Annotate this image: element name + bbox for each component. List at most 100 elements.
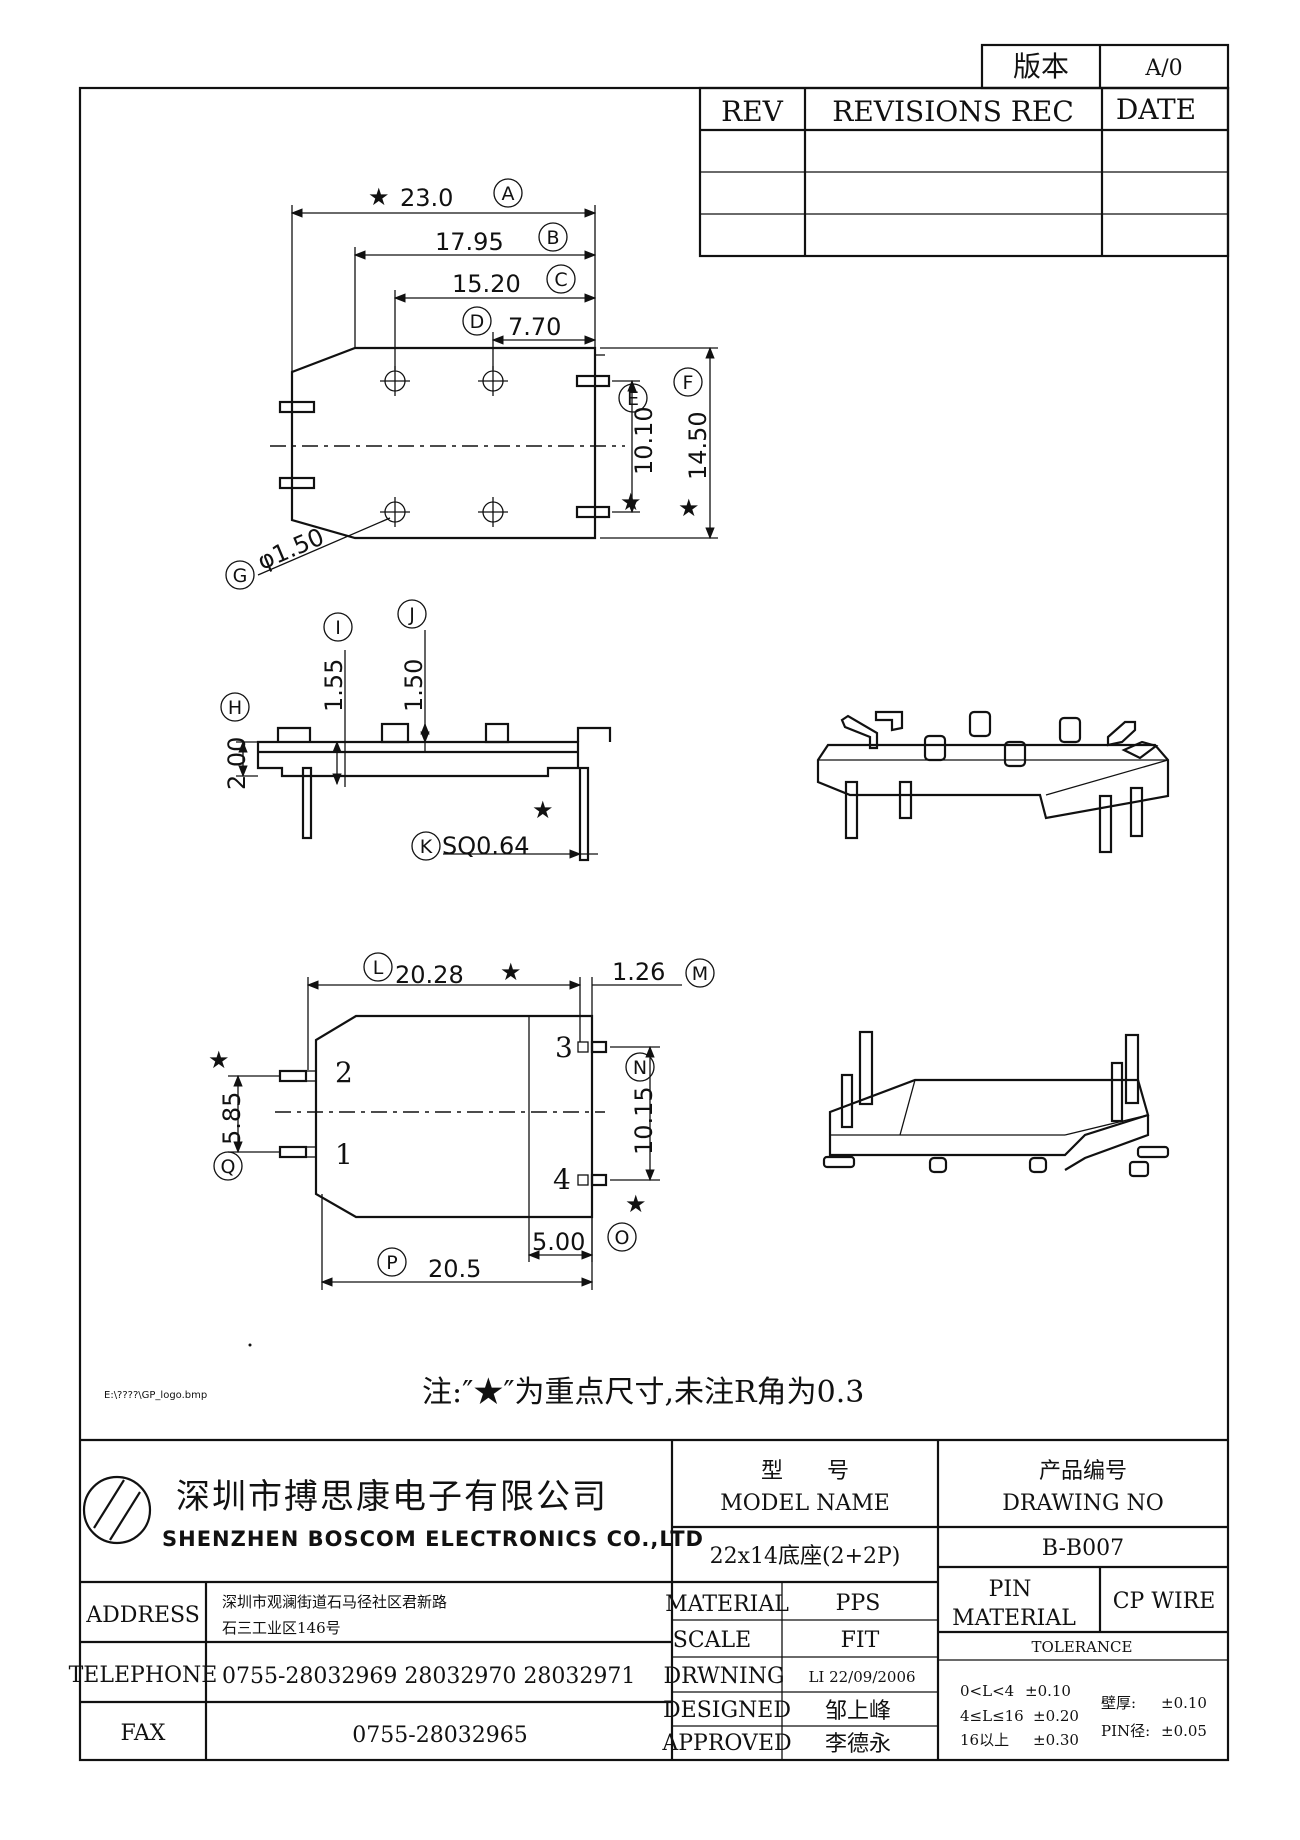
tol-range-1: 0<L<4 (960, 1682, 1014, 1700)
wall-thickness-label: 壁厚: (1101, 1694, 1136, 1712)
drawing-no-cn: 产品编号 (1039, 1459, 1127, 1484)
revisions-table: REV REVISIONS REC DATE (698, 86, 1230, 258)
star-e: ★ (620, 488, 642, 516)
dim-a-value: 23.0 (400, 184, 453, 212)
star-l: ★ (500, 958, 522, 986)
side-view: 2.00 H 1.55 I 1.50 J K SQ0.64 ★ (220, 599, 612, 862)
pin-1-label: 1 (335, 1138, 353, 1171)
tol-value-1: ±0.10 (1025, 1682, 1071, 1700)
tolerance-label: TOLERANCE (1032, 1638, 1133, 1656)
star-a: ★ (368, 183, 390, 211)
mark-m: M (692, 963, 708, 985)
dim-c-value: 15.20 (452, 270, 521, 298)
star-f: ★ (678, 494, 700, 522)
dim-i-value: 1.55 (320, 659, 348, 712)
telephone-value: 0755-28032969 28032970 28032971 (222, 1664, 635, 1689)
dim-j-value: 1.50 (400, 659, 428, 712)
star-q: ★ (208, 1046, 230, 1074)
address-label: ADDRESS (85, 1603, 200, 1628)
tol-value-3: ±0.30 (1033, 1731, 1079, 1749)
company-name-en: SHENZHEN BOSCOM ELECTRONICS CO.,LTD (162, 1527, 704, 1551)
company-name-cn: 深圳市搏思康电子有限公司 (176, 1477, 608, 1517)
drawing-by-value: LI 22/09/2006 (808, 1668, 915, 1686)
rev-header: REV (721, 95, 784, 128)
title-block: 深圳市搏思康电子有限公司 SHENZHEN BOSCOM ELECTRONICS… (69, 1438, 1228, 1760)
mark-g: G (233, 565, 248, 587)
isometric-bottom-view (822, 1030, 1170, 1178)
dim-f-value: 14.50 (684, 411, 712, 480)
version-label: 版本 (1013, 50, 1069, 83)
drawing-by-label: DRWNING (663, 1664, 784, 1689)
mark-l: L (373, 957, 384, 979)
telephone-label: TELEPHONE (69, 1663, 218, 1688)
mark-j: J (408, 604, 415, 626)
drawing-note: 注:″★″为重点尺寸,未注R角为0.3 (422, 1375, 864, 1410)
dim-p-value: 20.5 (428, 1255, 481, 1283)
mark-f: F (683, 372, 694, 394)
dot-mark (248, 1343, 252, 1347)
mark-o: O (615, 1227, 630, 1249)
dim-h-value: 2.00 (223, 737, 251, 790)
mark-d: D (470, 311, 485, 333)
address-line-1: 深圳市观澜街道石马径社区君新路 (222, 1593, 447, 1611)
logo-file-path: E:\????\GP_logo.bmp (104, 1390, 207, 1401)
version-value: A/0 (1144, 56, 1182, 81)
mark-b: B (546, 227, 559, 249)
mark-h: H (228, 697, 242, 719)
designed-label: DESIGNED (663, 1698, 791, 1723)
dim-b-value: 17.95 (435, 228, 504, 256)
top-view: ★ 23.0 A 17.95 B 15.20 C D 7.70 10.10 E … (225, 178, 718, 590)
model-name-en: MODEL NAME (720, 1491, 890, 1516)
mark-i: I (335, 617, 341, 639)
date-header: DATE (1116, 93, 1196, 126)
mark-q: Q (221, 1156, 236, 1178)
drawing-no-value: B-B007 (1042, 1536, 1124, 1561)
dim-d-value: 7.70 (508, 313, 561, 341)
dim-g-value: φ1.50 (253, 523, 328, 576)
revisions-rec-header: REVISIONS REC (832, 95, 1074, 128)
tol-range-2: 4≤L≤16 (960, 1707, 1024, 1725)
dim-e-value: 10.10 (630, 406, 658, 475)
designed-value: 邹上峰 (825, 1699, 891, 1724)
material-label: MATERIAL (665, 1592, 789, 1617)
approved-label: APPROVED (661, 1731, 791, 1756)
pin-material-label-2: MATERIAL (952, 1606, 1076, 1631)
mark-k: K (420, 836, 433, 858)
isometric-top-view (816, 710, 1170, 854)
address-line-2: 石三工业区146号 (222, 1619, 341, 1637)
bottom-view: 2 1 3 4 L 20.28 ★ 1.26 M N 10.15 ★ 5.00 … (208, 952, 715, 1290)
pin-diameter-value: ±0.05 (1161, 1722, 1207, 1740)
scale-label: SCALE (673, 1628, 751, 1653)
material-value: PPS (836, 1591, 881, 1616)
dim-m-value: 1.26 (612, 958, 665, 986)
tol-value-2: ±0.20 (1033, 1707, 1079, 1725)
approved-value: 李德永 (825, 1732, 891, 1757)
model-name-value: 22x14底座(2+2P) (710, 1544, 901, 1569)
version-box: 版本 A/0 (980, 43, 1230, 90)
fax-label: FAX (121, 1721, 166, 1746)
dim-l-value: 20.28 (395, 961, 464, 989)
drawing-no-en: DRAWING NO (1002, 1491, 1164, 1516)
dim-o-value: 5.00 (532, 1228, 585, 1256)
fax-value: 0755-28032965 (352, 1723, 527, 1748)
dim-q-value: 5.85 (218, 1092, 246, 1145)
scale-value: FIT (841, 1628, 880, 1653)
mark-c: C (554, 269, 567, 291)
pin-2-label: 2 (335, 1056, 353, 1089)
pin-material-label-1: PIN (989, 1577, 1032, 1602)
mark-a: A (502, 183, 515, 205)
pin-diameter-label: PIN径: (1101, 1722, 1150, 1740)
mark-e: E (627, 388, 639, 410)
pin-4-label: 4 (553, 1163, 571, 1196)
model-name-cn: 型 号 (761, 1459, 849, 1484)
dim-n-value: 10.15 (630, 1086, 658, 1155)
star-n: ★ (625, 1190, 647, 1218)
pin-material-value: CP WIRE (1113, 1589, 1216, 1614)
company-logo (82, 1475, 152, 1545)
star-k: ★ (532, 796, 554, 824)
mark-p: P (386, 1252, 397, 1274)
drawing-frame (78, 86, 1230, 1762)
mark-n: N (633, 1057, 647, 1079)
dim-k-value: SQ0.64 (442, 832, 530, 860)
